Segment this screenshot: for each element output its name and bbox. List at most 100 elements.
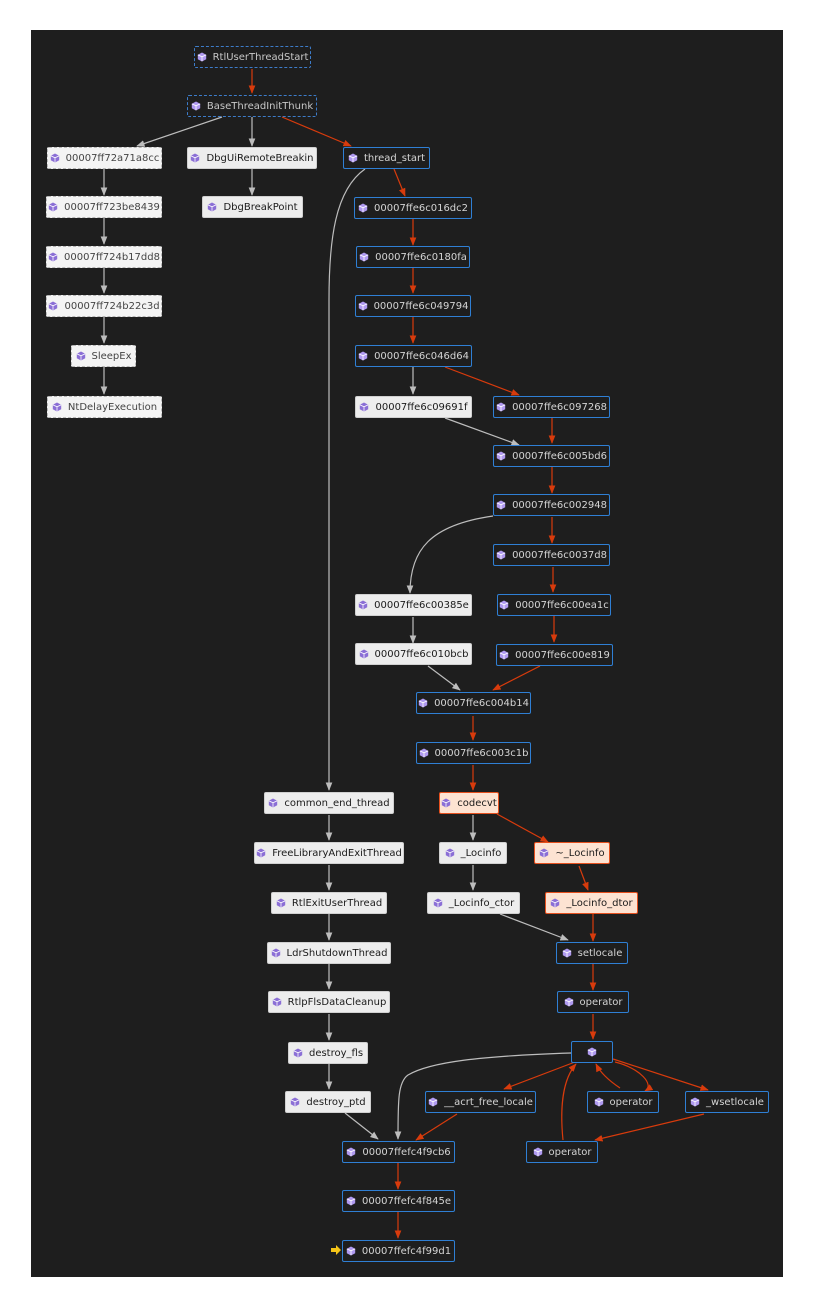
node-label: _wsetlocale: [706, 1096, 764, 1108]
node-label: 00007ffe6c046d64: [374, 350, 469, 362]
node-label: 00007ffe6c00385e: [374, 599, 469, 611]
graph-node-b13[interactable]: 00007ffe6c010bcb: [355, 643, 472, 665]
graph-node-freeLibraryAndExitThread[interactable]: FreeLibraryAndExitThread: [254, 842, 404, 864]
graph-node-rtlExitUserThread[interactable]: RtlExitUserThread: [271, 892, 387, 914]
graph-node-dbgBreakPoint[interactable]: DbgBreakPoint: [202, 196, 303, 218]
package-icon: [197, 52, 207, 62]
graph-node-b15[interactable]: 00007ffe6c003c1b: [416, 742, 531, 764]
graph-node-locinfo[interactable]: _Locinfo: [439, 842, 507, 864]
graph-node-destroy_ptd[interactable]: destroy_ptd: [285, 1091, 371, 1113]
node-label: 00007ffe6c049794: [373, 300, 469, 312]
graph-node-acrt_free_locale[interactable]: __acrt_free_locale: [425, 1091, 536, 1113]
package-icon: [496, 500, 506, 510]
graph-node-b10[interactable]: 00007ffe6c00ea1c: [497, 594, 611, 616]
graph-node-b8[interactable]: 00007ffe6c002948: [493, 494, 610, 516]
graph-node-thread_start[interactable]: thread_start: [343, 147, 430, 169]
graph-node-a2[interactable]: 00007ff723be8439: [46, 196, 162, 218]
package-icon: [587, 1047, 597, 1057]
graph-node-b9[interactable]: 00007ffe6c0037d8: [493, 544, 610, 566]
current-frame-arrow-icon: [331, 1245, 341, 1255]
node-label: 00007ffe6c003c1b: [434, 747, 529, 759]
graph-node-c2[interactable]: 00007ffefc4f845e: [342, 1190, 455, 1212]
graph-node-a4[interactable]: 00007ff724b22c3d: [46, 295, 162, 317]
graph-node-setlocale[interactable]: setlocale: [556, 942, 628, 964]
package-icon: [48, 202, 58, 212]
graph-node-b11[interactable]: 00007ffe6c00385e: [355, 594, 472, 616]
graph-node-b14[interactable]: 00007ffe6c004b14: [416, 692, 531, 714]
graph-node-a1[interactable]: 00007ff72a71a8cc: [47, 147, 162, 169]
graph-node-baseThreadInitThunk[interactable]: BaseThreadInitThunk: [187, 95, 317, 117]
node-label: operator: [609, 1096, 653, 1108]
graph-node-a3[interactable]: 00007ff724b17dd8: [46, 246, 162, 268]
package-icon: [358, 203, 368, 213]
node-label: 00007ffe6c016dc2: [374, 202, 469, 214]
graph-node-b4[interactable]: 00007ffe6c046d64: [355, 345, 472, 367]
package-icon: [346, 1196, 356, 1206]
graph-node-ldrShutdownThread[interactable]: LdrShutdownThread: [267, 942, 391, 964]
package-icon: [690, 1097, 700, 1107]
graph-node-b7[interactable]: 00007ffe6c005bd6: [493, 445, 610, 467]
node-label: 00007ffefc4f99d1: [361, 1245, 452, 1257]
node-label: 00007ffe6c004b14: [434, 697, 529, 709]
package-icon: [550, 898, 560, 908]
package-icon: [293, 1048, 303, 1058]
package-icon: [346, 1147, 356, 1157]
graph-node-destroy_fls[interactable]: destroy_fls: [288, 1042, 368, 1064]
node-label: operator: [579, 996, 623, 1008]
graph-node-operator3[interactable]: operator: [526, 1141, 598, 1163]
package-icon: [594, 1097, 604, 1107]
graph-node-rtlpFlsDataCleanup[interactable]: RtlpFlsDataCleanup: [268, 991, 390, 1013]
graph-node-sleepEx[interactable]: SleepEx: [71, 345, 136, 367]
graph-node-ntDelayExecution[interactable]: NtDelayExecution: [47, 396, 162, 418]
package-icon: [496, 550, 506, 560]
graph-node-operator2[interactable]: operator: [587, 1091, 659, 1113]
graph-node-common_end_thread[interactable]: common_end_thread: [264, 792, 394, 814]
graph-node-rtlUserThreadStart[interactable]: RtlUserThreadStart: [194, 46, 311, 68]
node-label: SleepEx: [91, 350, 132, 362]
graph-node-c3[interactable]: 00007ffefc4f99d1: [342, 1240, 455, 1262]
package-icon: [272, 997, 282, 1007]
package-icon: [496, 402, 506, 412]
graph-node-b5[interactable]: 00007ffe6c09691f: [355, 396, 472, 418]
node-label: 00007ffe6c0180fa: [375, 251, 467, 263]
package-icon: [271, 948, 281, 958]
node-label: destroy_ptd: [306, 1096, 366, 1108]
graph-node-blank[interactable]: [571, 1041, 613, 1063]
graph-node-locinfo_ctor[interactable]: _Locinfo_ctor: [427, 892, 520, 914]
node-label: BaseThreadInitThunk: [206, 100, 314, 112]
package-icon: [433, 898, 443, 908]
graph-node-b2[interactable]: 00007ffe6c0180fa: [356, 246, 470, 268]
package-icon: [441, 798, 451, 808]
node-label: 00007ffe6c09691f: [375, 401, 468, 413]
graph-node-dbgUiRemoteBreakin[interactable]: DbgUiRemoteBreakin: [187, 147, 317, 169]
package-icon: [346, 1246, 356, 1256]
node-label: operator: [548, 1146, 592, 1158]
package-icon: [207, 202, 217, 212]
node-label: FreeLibraryAndExitThread: [272, 847, 402, 859]
graph-node-b1[interactable]: 00007ffe6c016dc2: [354, 197, 472, 219]
graph-node-wsetlocale[interactable]: _wsetlocale: [685, 1091, 769, 1113]
node-label: thread_start: [363, 152, 426, 164]
node-label: 00007ffe6c010bcb: [374, 648, 469, 660]
node-label: 00007ffe6c00ea1c: [515, 599, 609, 611]
graph-node-operator1[interactable]: operator: [557, 991, 629, 1013]
node-label: 00007ff724b17dd8: [64, 251, 160, 263]
graph-node-b3[interactable]: 00007ffe6c049794: [355, 295, 471, 317]
graph-node-dlocinfo[interactable]: ~_Locinfo: [534, 842, 610, 864]
package-icon: [428, 1097, 438, 1107]
graph-node-b12[interactable]: 00007ffe6c00e819: [496, 644, 613, 666]
graph-node-c1[interactable]: 00007ffefc4f9cb6: [342, 1141, 455, 1163]
graph-node-codecvt[interactable]: codecvt: [439, 792, 499, 814]
node-label: RtlpFlsDataCleanup: [287, 996, 387, 1008]
graph-node-b6[interactable]: 00007ffe6c097268: [493, 396, 610, 418]
package-icon: [562, 948, 572, 958]
package-icon: [496, 451, 506, 461]
package-icon: [190, 153, 200, 163]
node-label: 00007ff72a71a8cc: [65, 152, 160, 164]
graph-node-locinfo_dtor[interactable]: _Locinfo_dtor: [545, 892, 638, 914]
node-label: ~_Locinfo: [555, 847, 605, 859]
node-label: 00007ffe6c097268: [512, 401, 607, 413]
node-label: DbgUiRemoteBreakin: [206, 152, 314, 164]
node-label: RtlUserThreadStart: [212, 51, 309, 63]
package-icon: [348, 153, 358, 163]
